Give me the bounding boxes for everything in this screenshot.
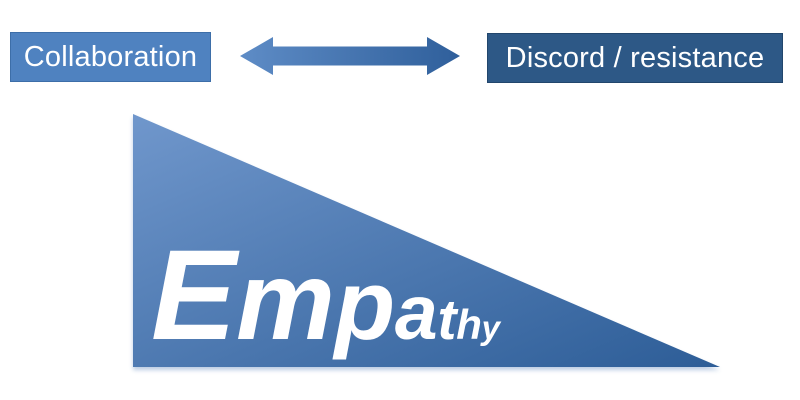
empathy-letter: t xyxy=(437,288,457,352)
empathy-letter: p xyxy=(334,249,395,360)
empathy-letter: y xyxy=(481,309,500,346)
discord-label: Discord / resistance xyxy=(505,41,765,74)
empathy-letter: a xyxy=(394,270,438,356)
empathy-triangle-shape xyxy=(133,114,720,367)
discord-box: Discord / resistance xyxy=(487,33,783,83)
empathy-letter: m xyxy=(236,239,335,363)
collaboration-label: Collaboration xyxy=(23,40,198,73)
empathy-label: Empathy xyxy=(151,232,500,360)
empathy-letter: E xyxy=(151,224,237,367)
double-arrow-shape xyxy=(240,37,460,75)
double-arrow-icon xyxy=(240,37,460,75)
collaboration-box: Collaboration xyxy=(10,32,211,82)
empathy-letter: h xyxy=(456,301,482,348)
